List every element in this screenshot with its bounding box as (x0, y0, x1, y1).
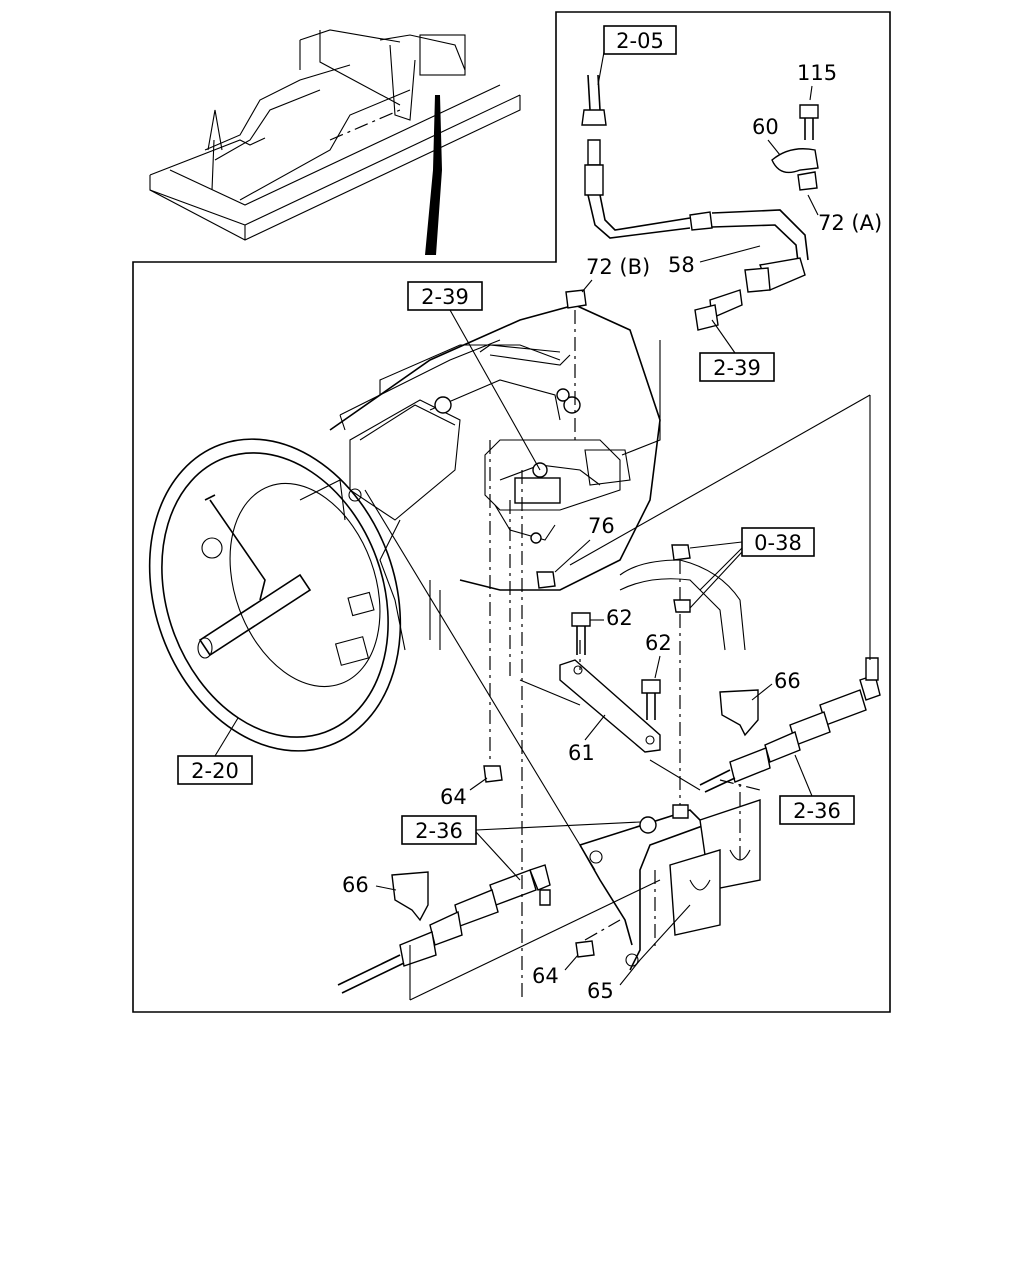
callout-0-38: 0-38 (689, 527, 815, 609)
part-label-65: 65 (587, 979, 614, 1003)
callout-2-36-left: 2-36 (401, 815, 641, 881)
part-label-62-a: 62 (606, 606, 633, 630)
part-label-62-b: 62 (645, 631, 672, 655)
callout-2-05: 2-05 (597, 25, 677, 86)
cable-left (337, 864, 661, 1001)
part-label-61: 61 (568, 741, 595, 765)
callout-2-39-top-label: 2-39 (421, 285, 469, 309)
part-label-64-upper: 64 (440, 785, 467, 809)
clip-and-bolt-60-115 (771, 104, 819, 191)
part-label-72b: 72 (B) (586, 255, 650, 279)
transmission-assembly (148, 304, 661, 752)
callout-2-20: 2-20 (177, 717, 253, 785)
cable-right (569, 394, 881, 793)
part-label-64-lower: 64 (532, 964, 559, 988)
part-label-60: 60 (752, 115, 779, 139)
callout-2-20-label: 2-20 (191, 759, 239, 783)
chassis-inset (149, 29, 521, 255)
part-label-76: 76 (588, 514, 615, 538)
bracket-65 (579, 799, 761, 971)
part-label-72a: 72 (A) (818, 211, 882, 235)
callout-2-39-right: 2-39 (699, 319, 775, 382)
pipe-58-assembly (581, 74, 809, 456)
callout-2-36-right-label: 2-36 (793, 799, 841, 823)
bracket-61 (519, 612, 661, 753)
callout-2-36-right: 2-36 (779, 754, 855, 825)
part-label-115: 115 (797, 61, 837, 85)
part-label-66-left: 66 (342, 873, 369, 897)
callout-0-38-label: 0-38 (754, 531, 802, 555)
diagram-frame (132, 11, 891, 1013)
callout-2-36-left-label: 2-36 (415, 819, 463, 843)
leader-lines (364, 440, 761, 1000)
part-label-66-right: 66 (774, 669, 801, 693)
callout-2-39-right-label: 2-39 (713, 356, 761, 380)
nut-72b (565, 289, 587, 440)
callout-2-05-label: 2-05 (616, 29, 664, 53)
callout-2-39-top: 2-39 (407, 281, 541, 471)
part-label-58: 58 (668, 253, 695, 277)
